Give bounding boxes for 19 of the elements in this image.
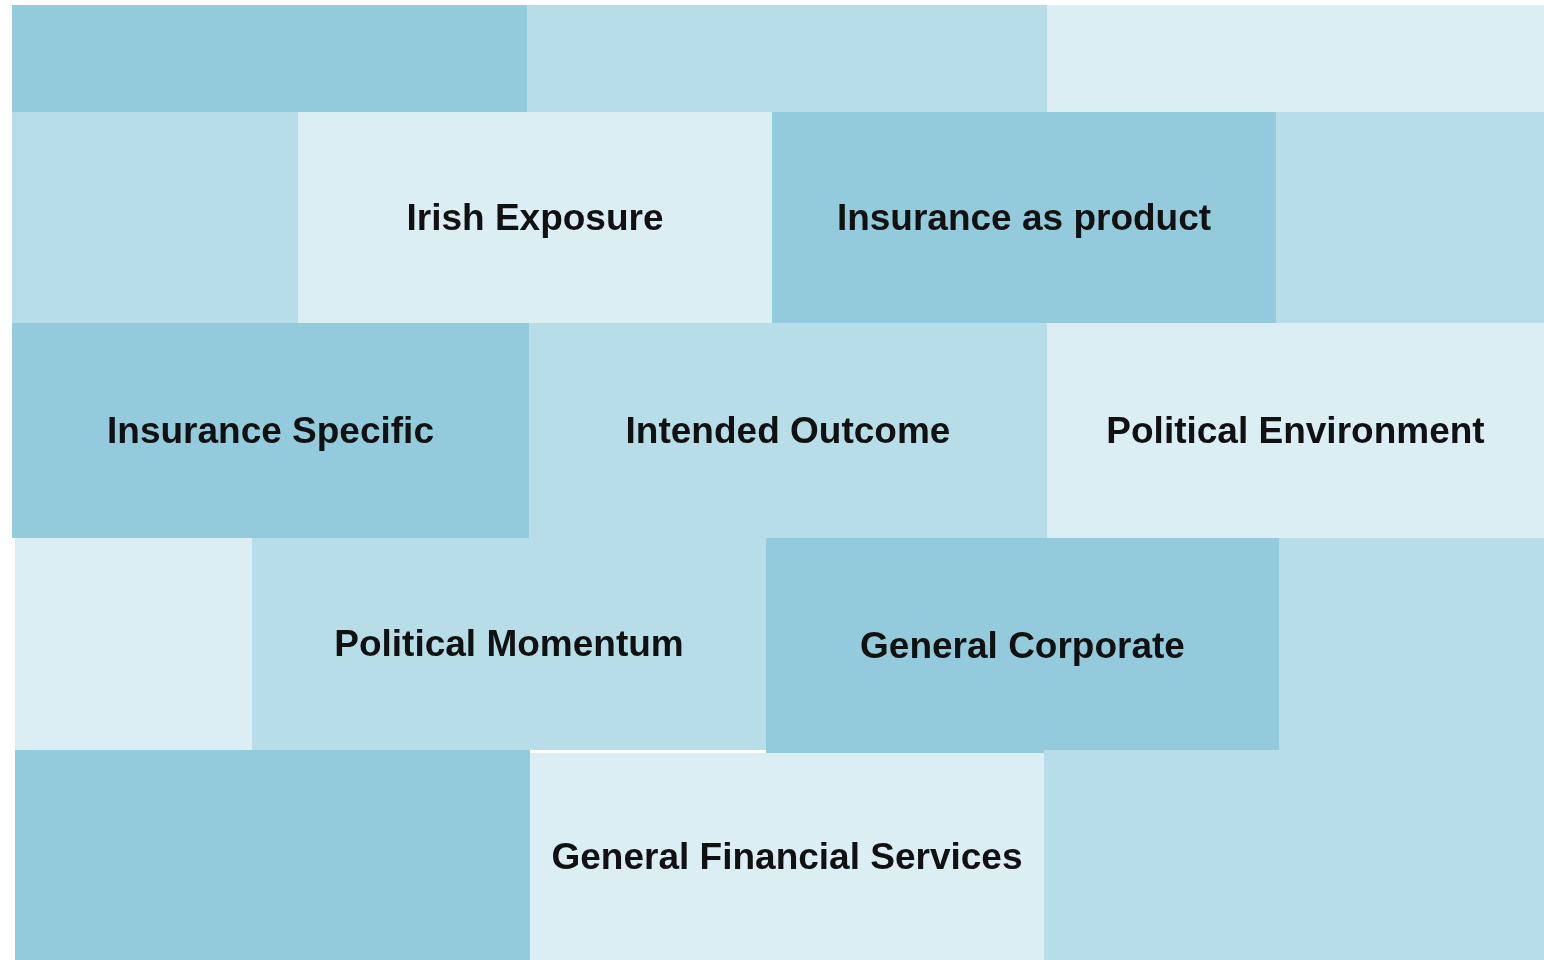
text-brick bbox=[766, 538, 1279, 753]
text-brick bbox=[252, 538, 766, 750]
brick-label: Political Environment bbox=[1106, 408, 1485, 453]
text-brick bbox=[772, 112, 1276, 323]
brick-label: Insurance as product bbox=[836, 195, 1212, 240]
brick-label: General Corporate bbox=[860, 623, 1185, 668]
empty-brick bbox=[1279, 538, 1544, 750]
text-brick bbox=[1047, 323, 1544, 538]
empty-brick bbox=[1044, 750, 1544, 960]
text-brick bbox=[12, 323, 529, 538]
brick-label: General Financial Services bbox=[551, 834, 1023, 879]
text-brick bbox=[298, 112, 772, 323]
text-brick bbox=[530, 753, 1044, 960]
brick-label: Irish Exposure bbox=[406, 195, 664, 240]
brick-label: Political Momentum bbox=[334, 622, 684, 667]
brick-label: Insurance Specific bbox=[107, 408, 434, 453]
text-brick bbox=[529, 323, 1047, 538]
brick-label: Intended Outcome bbox=[625, 408, 951, 453]
empty-brick bbox=[15, 750, 530, 960]
